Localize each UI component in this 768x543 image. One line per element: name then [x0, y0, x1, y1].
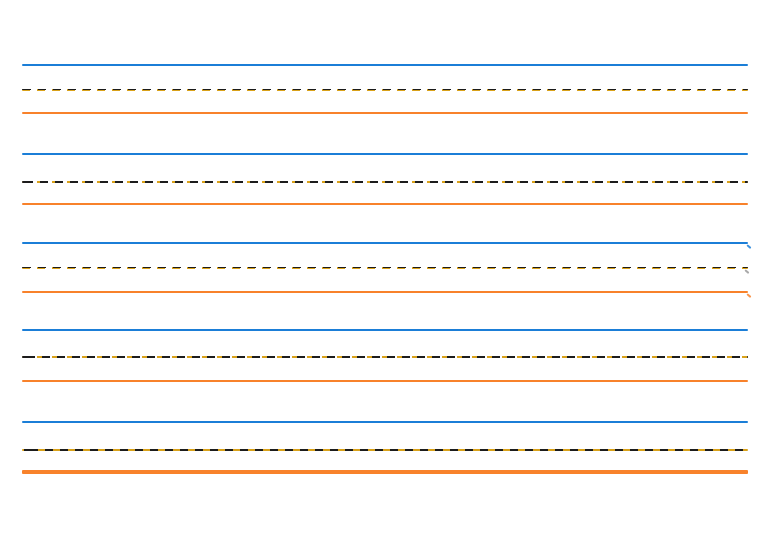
base-writing-line [22, 379, 748, 383]
base-writing-line [22, 470, 748, 474]
top-line-end-tick [746, 244, 752, 249]
base-line-end-tick [746, 293, 752, 298]
mid-dash-dark-layer [22, 266, 748, 268]
top-writing-line [22, 328, 748, 332]
base-writing-line [22, 290, 748, 294]
base-writing-line [22, 111, 748, 115]
top-writing-line [22, 152, 748, 156]
top-writing-line [22, 241, 748, 245]
top-writing-line [22, 420, 748, 424]
mid-dash-dark-layer [22, 88, 748, 90]
base-writing-line [22, 202, 748, 206]
top-writing-line [22, 63, 748, 67]
mid-dash-dark-layer [22, 449, 748, 451]
mid-dash-dark-layer [22, 181, 748, 183]
mid-dash-dark-layer [22, 356, 748, 358]
mid-dash-gold-layer [22, 267, 748, 269]
mid-line-end-tick [744, 269, 750, 274]
mid-dash-gold-layer [22, 89, 748, 91]
